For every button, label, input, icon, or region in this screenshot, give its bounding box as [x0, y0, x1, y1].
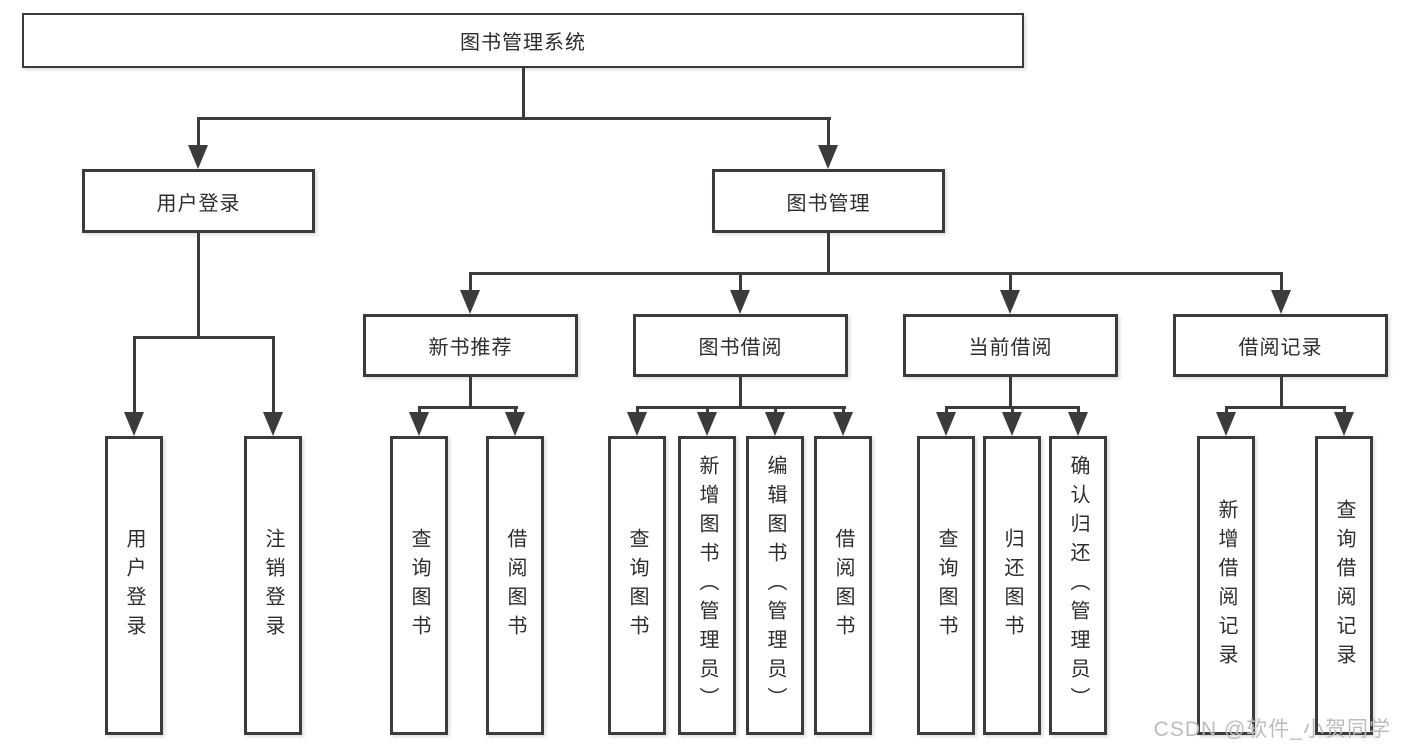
arrow-to-leaf-query3: [936, 412, 956, 436]
leaf-borrow-book-2-label: 借阅图书: [832, 527, 854, 644]
arrow-to-borrow-record: [1271, 290, 1291, 314]
leaf-query-borrow-record: 查询借阅记录: [1315, 436, 1373, 735]
arrow-to-leaf-borrow1: [505, 412, 525, 436]
arrow-to-leaf-add-book: [697, 412, 717, 436]
node-book-borrow: 图书借阅: [633, 314, 848, 377]
arrow-to-book-borrow: [730, 290, 750, 314]
leaf-query-book-2: 查询图书: [608, 436, 666, 735]
leaf-query-borrow-record-label: 查询借阅记录: [1333, 498, 1355, 673]
leaf-add-book-admin-label: 新增图书（管理员）: [696, 455, 718, 716]
leaf-return-book: 归还图书: [983, 436, 1041, 735]
leaf-borrow-book-1-label: 借阅图书: [504, 527, 526, 644]
connector-to-borrow-record-stem: [1280, 272, 1283, 298]
connector-to-book-borrow-stem: [739, 272, 742, 298]
arrow-to-leaf-edit-book: [765, 412, 785, 436]
arrow-to-leaf-confirm-return: [1068, 412, 1088, 436]
connector-new-book-stem: [469, 377, 472, 409]
arrow-to-leaf-query-record: [1334, 412, 1354, 436]
arrow-to-user-login: [188, 145, 208, 169]
node-root: 图书管理系统: [22, 13, 1024, 68]
connector-book-management-bar: [469, 272, 1283, 275]
connector-book-borrow-stem2: [739, 377, 742, 409]
node-user-login: 用户登录: [82, 169, 315, 233]
node-root-label: 图书管理系统: [460, 32, 586, 54]
arrow-to-leaf-query1: [409, 412, 429, 436]
connector-borrow-record-stem2: [1280, 377, 1283, 409]
arrow-to-leaf-return: [1002, 412, 1022, 436]
connector-borrow-record-bar: [1225, 406, 1346, 409]
leaf-logout-label: 注销登录: [262, 527, 284, 644]
node-current-borrow-label: 当前借阅: [968, 337, 1053, 359]
leaf-borrow-book-2: 借阅图书: [814, 436, 872, 735]
connector-to-user-login-stem: [197, 117, 200, 150]
csdn-watermark: CSDN @软件_小贺同学: [1153, 718, 1391, 741]
connector-to-new-book-stem: [469, 272, 472, 298]
leaf-query-book-2-label: 查询图书: [626, 527, 648, 644]
connector-current-borrow-stem2: [1009, 377, 1012, 409]
connector-book-management-stem: [827, 233, 830, 275]
node-borrow-record: 借阅记录: [1173, 314, 1388, 377]
arrow-to-leaf-borrow2: [833, 412, 853, 436]
leaf-confirm-return-admin: 确认归还（管理员）: [1049, 436, 1107, 735]
leaf-confirm-return-admin-label: 确认归还（管理员）: [1067, 455, 1089, 716]
connector-root-bar: [197, 117, 831, 120]
node-new-book-recommend-label: 新书推荐: [428, 337, 513, 359]
connector-root-stem: [522, 68, 525, 117]
arrow-to-leaf-add-record: [1216, 412, 1236, 436]
node-new-book-recommend: 新书推荐: [363, 314, 578, 377]
leaf-query-book-3-label: 查询图书: [935, 527, 957, 644]
node-borrow-record-label: 借阅记录: [1238, 337, 1323, 359]
leaf-add-borrow-record: 新增借阅记录: [1197, 436, 1255, 735]
connector-to-leaf-logout-stem: [272, 336, 275, 420]
leaf-user-login: 用户登录: [105, 436, 163, 735]
leaf-return-book-label: 归还图书: [1001, 527, 1023, 644]
leaf-user-login-label: 用户登录: [123, 527, 145, 644]
node-book-management-label: 图书管理: [786, 192, 871, 215]
connector-to-leaf-user-login-stem: [133, 336, 136, 420]
connector-user-login-bar: [133, 336, 275, 339]
arrow-to-leaf-user-login: [124, 412, 144, 436]
node-user-login-label: 用户登录: [156, 192, 241, 215]
leaf-logout: 注销登录: [244, 436, 302, 735]
node-current-borrow: 当前借阅: [903, 314, 1118, 377]
leaf-edit-book-admin: 编辑图书（管理员）: [746, 436, 804, 735]
leaf-query-book-1: 查询图书: [390, 436, 448, 735]
arrow-to-leaf-query2: [627, 412, 647, 436]
leaf-borrow-book-1: 借阅图书: [486, 436, 544, 735]
connector-user-login-stem: [197, 233, 200, 339]
leaf-query-book-3: 查询图书: [917, 436, 975, 735]
connector-new-book-bar: [418, 406, 518, 409]
connector-book-borrow-bar: [636, 406, 846, 409]
arrow-to-current-borrow: [1000, 290, 1020, 314]
leaf-add-borrow-record-label: 新增借阅记录: [1215, 498, 1237, 673]
arrow-to-book-management: [818, 145, 838, 169]
arrow-to-new-book: [460, 290, 480, 314]
node-book-management: 图书管理: [712, 169, 945, 233]
arrow-to-leaf-logout: [263, 412, 283, 436]
leaf-edit-book-admin-label: 编辑图书（管理员）: [764, 455, 786, 716]
leaf-query-book-1-label: 查询图书: [408, 527, 430, 644]
connector-to-book-management-stem: [827, 117, 830, 150]
node-book-borrow-label: 图书借阅: [698, 337, 783, 359]
leaf-add-book-admin: 新增图书（管理员）: [678, 436, 736, 735]
connector-to-current-borrow-stem: [1009, 272, 1012, 298]
